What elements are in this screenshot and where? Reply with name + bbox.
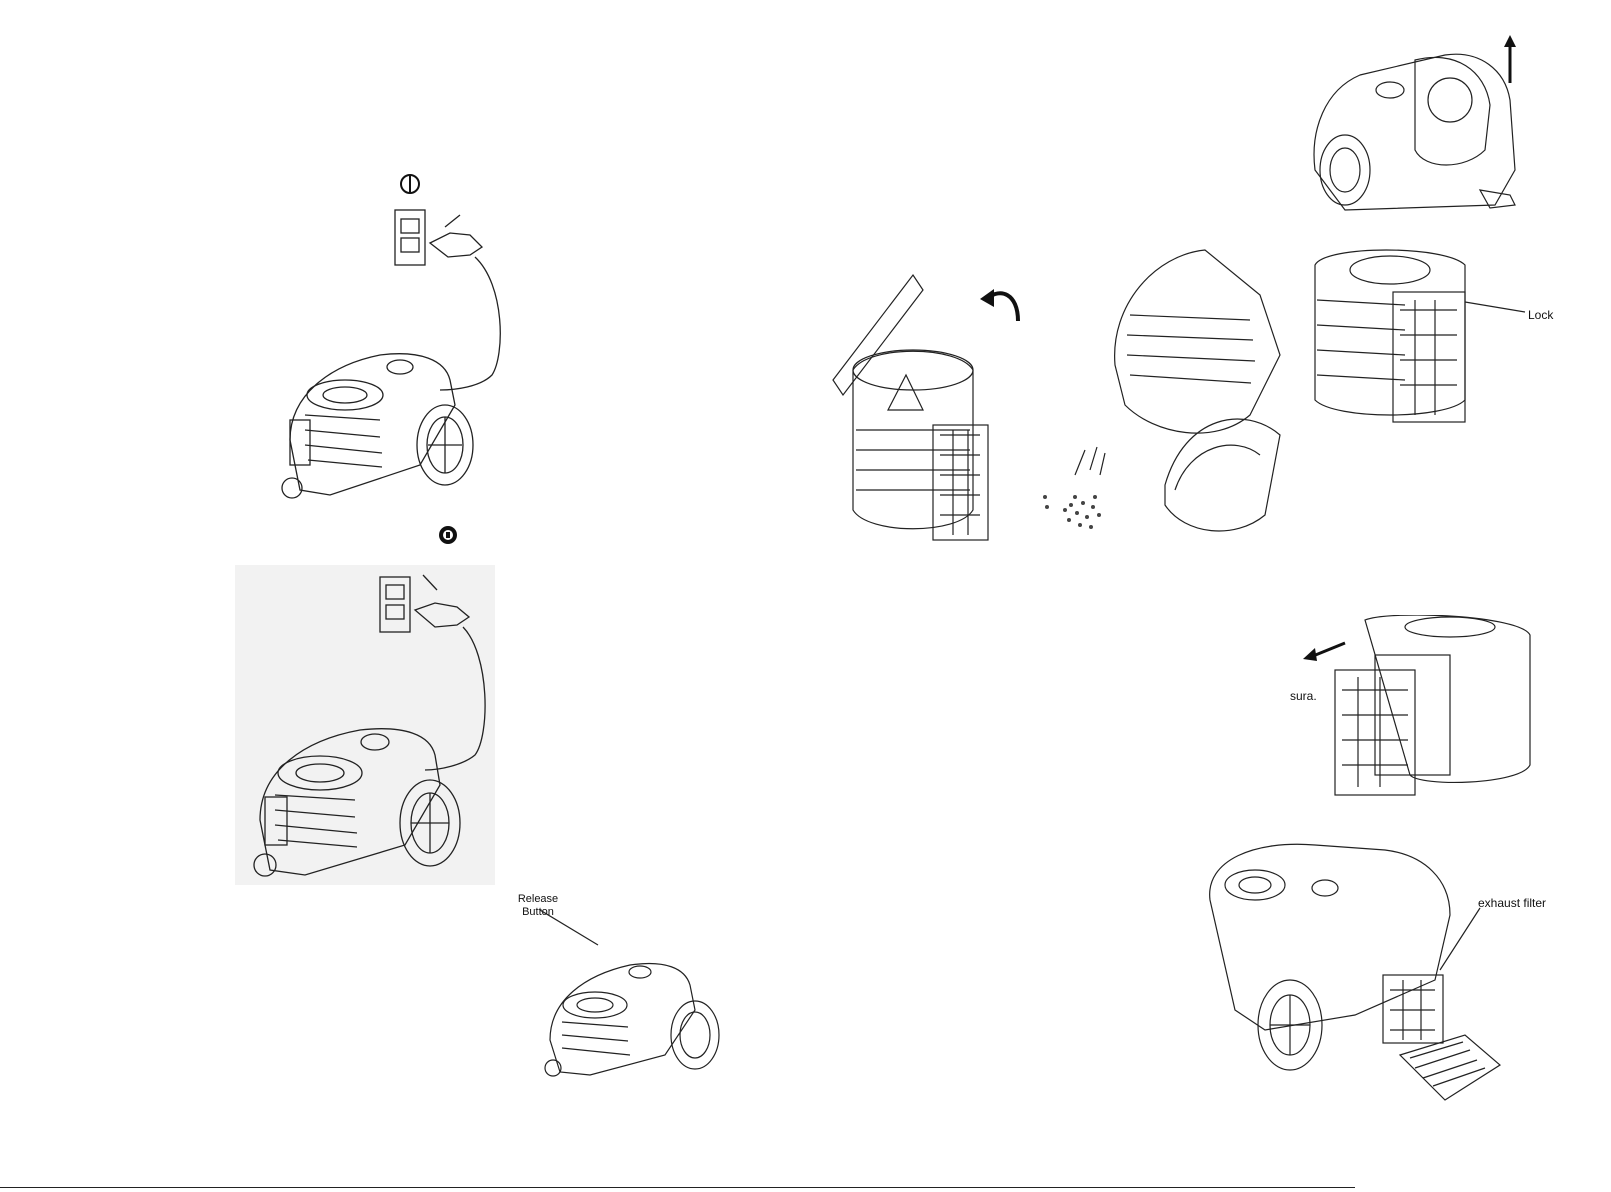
partial-caption-text: sura. xyxy=(1290,690,1317,703)
vacuum-release-button-illustration xyxy=(540,910,725,1080)
unplug-icon xyxy=(437,524,459,551)
container-lift-illustration xyxy=(1305,30,1535,220)
exhaust-filter-illustration xyxy=(1195,830,1540,1115)
container-lock-illustration xyxy=(1305,240,1530,430)
filter-removal-illustration xyxy=(1330,615,1545,805)
arrow-up-icon xyxy=(1503,35,1517,90)
vacuum-unplug-illustration xyxy=(235,565,495,885)
release-button-label-line1: Release xyxy=(515,893,561,906)
lock-label: Lock xyxy=(1528,309,1553,322)
power-on-icon xyxy=(399,173,421,200)
emptying-dust-illustration xyxy=(1035,235,1300,555)
page-bottom-rule xyxy=(0,1187,1355,1188)
vacuum-plug-in-illustration xyxy=(270,205,510,515)
dust-bin-open-lid-illustration xyxy=(828,270,1003,545)
